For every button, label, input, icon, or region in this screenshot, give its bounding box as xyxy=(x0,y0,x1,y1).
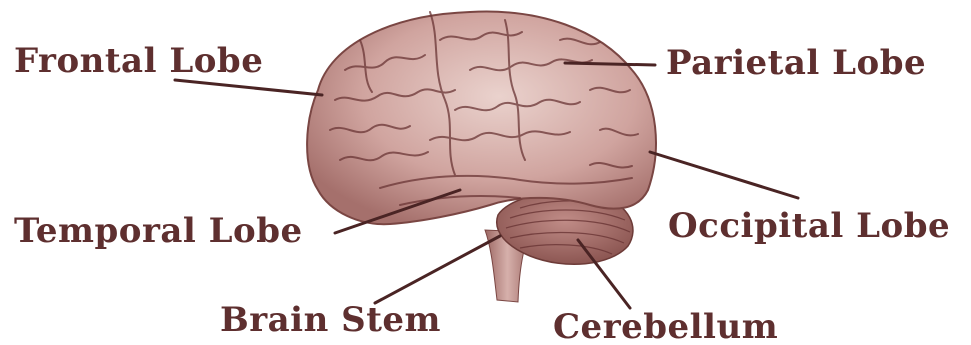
brain-stem-label: Brain Stem xyxy=(220,300,441,340)
occipital-lobe-label: Occipital Lobe xyxy=(668,206,950,246)
parietal-lobe-label: Parietal Lobe xyxy=(666,43,926,83)
frontal-leader-line xyxy=(175,80,322,95)
parietal-leader-line xyxy=(565,63,655,65)
temporal-lobe-label: Temporal Lobe xyxy=(14,211,303,251)
cerebellum-label: Cerebellum xyxy=(553,307,778,345)
cerebrum-shape xyxy=(307,12,656,225)
occipital-leader-line xyxy=(650,152,798,198)
frontal-lobe-label: Frontal Lobe xyxy=(14,41,263,81)
brain-stem-leader-line xyxy=(375,236,500,303)
